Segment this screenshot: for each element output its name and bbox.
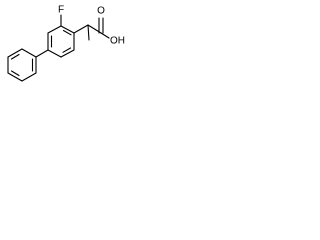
ring-bond [7,72,23,82]
carbonyl-oxygen-label: O [97,6,105,17]
alpha-carbon-bond [73,24,89,34]
ring-bond [21,48,37,58]
fluorine-atom-label: F [58,5,64,16]
ring-bond [60,25,75,34]
ring-double-bond [10,70,20,77]
central-benzene-ring [47,25,75,58]
ring-bond [7,48,23,58]
phenyl-ring [7,48,37,82]
ring-bond [47,49,62,58]
ring-bond [47,25,62,34]
ring-double-bond [62,29,72,36]
ring-double-bond [10,53,20,60]
methyl-bond [87,24,90,41]
chemical-structure-diagram: F O OH [7,5,125,82]
ring-double-bond [62,47,72,53]
ring-bond [60,49,75,58]
ring-bond [21,72,37,82]
biaryl-bond [35,49,49,58]
hydroxyl-label: OH [110,36,125,47]
hydroxyl-bond [100,32,110,39]
